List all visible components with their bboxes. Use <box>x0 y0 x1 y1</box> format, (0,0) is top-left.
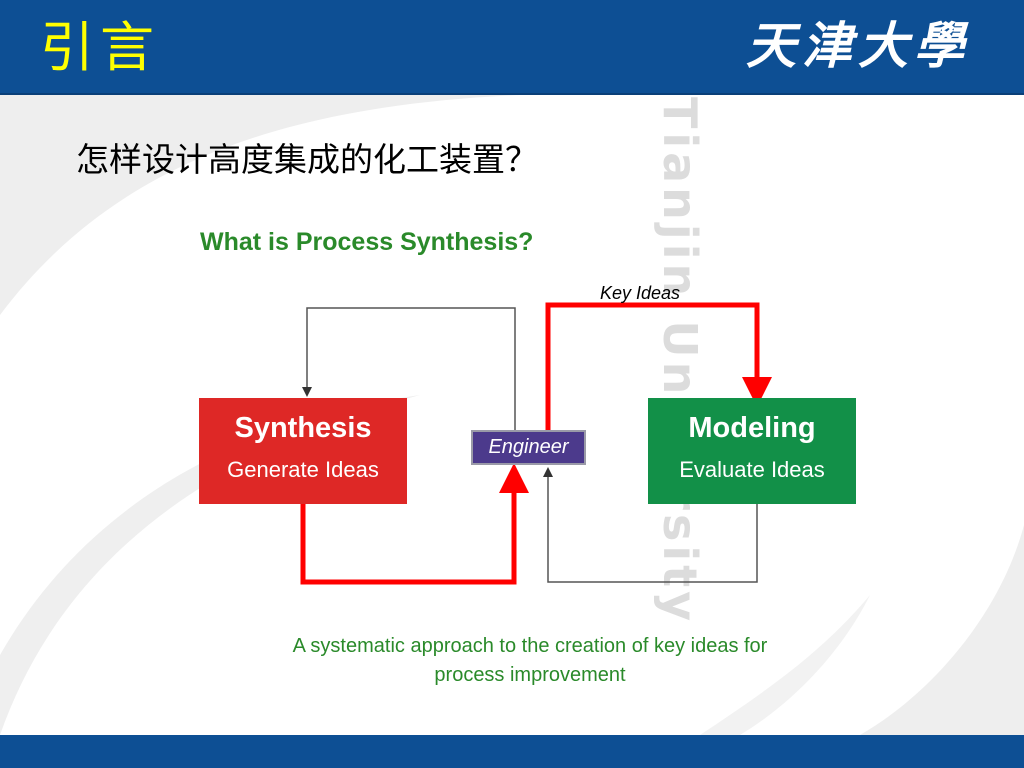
synthesis-box: Synthesis Generate Ideas <box>199 398 407 504</box>
university-logo: 天津大學 <box>746 16 970 75</box>
diagram-caption: A systematic approach to the creation of… <box>230 632 830 690</box>
red-arrow-synthesis-to-engineer <box>300 463 529 585</box>
question-text: 怎样设计高度集成的化工装置？ <box>76 140 538 179</box>
caption-line-2: process improvement <box>434 664 626 686</box>
header-bar: 引言 天津大學 <box>0 0 1024 95</box>
diagram-title: What is Process Synthesis? <box>200 228 534 256</box>
modeling-subtitle: Evaluate Ideas <box>679 457 825 482</box>
modeling-box: Modeling Evaluate Ideas <box>648 398 856 504</box>
modeling-title: Modeling <box>688 412 816 444</box>
caption-line-1: A systematic approach to the creation of… <box>292 635 768 657</box>
feedback-line-top <box>302 307 516 430</box>
synthesis-title: Synthesis <box>234 412 372 444</box>
slide-title: 引言 <box>40 16 160 79</box>
footer-bar <box>0 735 1024 768</box>
feedback-line-bottom <box>543 467 758 583</box>
key-ideas-label: Key Ideas <box>600 283 681 303</box>
engineer-box: Engineer <box>471 430 586 465</box>
red-arrow-key-ideas <box>545 302 772 430</box>
synthesis-subtitle: Generate Ideas <box>227 457 379 482</box>
